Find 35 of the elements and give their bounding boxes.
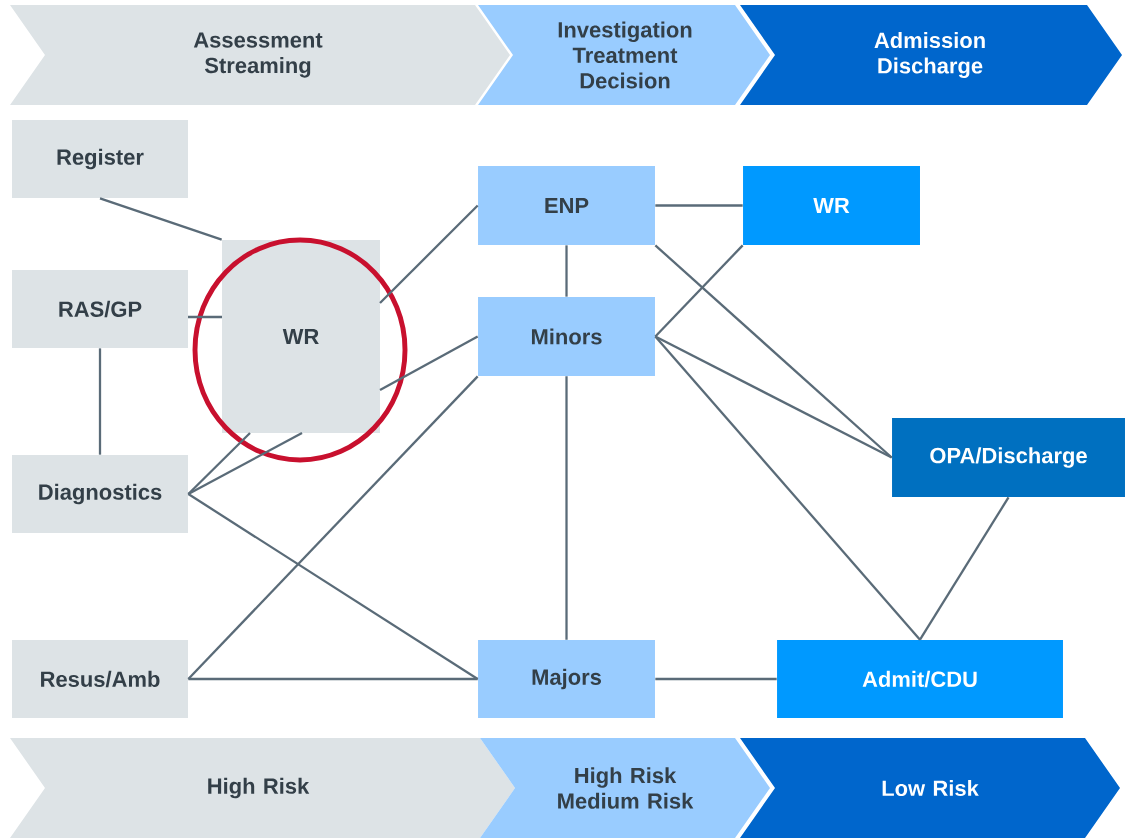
connector-line — [565, 376, 568, 640]
connector-line — [187, 375, 479, 680]
connector-line — [379, 335, 479, 391]
connector-line — [655, 204, 743, 207]
phase-banner: High Risk Medium Risk — [480, 738, 770, 838]
phase-banner: Investigation Treatment Decision — [478, 5, 770, 105]
process-box: Diagnostics — [12, 455, 188, 533]
connector-line — [187, 432, 303, 495]
phase-banner: Low Risk — [740, 738, 1120, 838]
process-box: Admit/CDU — [777, 640, 1063, 718]
connector-line — [654, 244, 893, 459]
connector-line — [919, 496, 1010, 641]
process-box: Minors — [478, 297, 655, 376]
process-box: ENP — [478, 166, 655, 245]
connector-line — [99, 197, 223, 241]
phase-banner: High Risk — [10, 738, 515, 838]
process-box: WR — [222, 240, 380, 433]
process-box: Register — [12, 120, 188, 198]
process-box: RAS/GP — [12, 270, 188, 348]
connector-line — [98, 348, 102, 455]
connector-line — [565, 245, 568, 297]
process-box: Resus/Amb — [12, 640, 188, 718]
connector-line — [655, 677, 777, 681]
connector-line — [654, 335, 921, 641]
connector-line — [188, 677, 478, 681]
process-box: Majors — [478, 640, 655, 718]
connector-line — [187, 493, 479, 680]
connector-line — [654, 335, 893, 459]
phase-banner: Admission Discharge — [740, 5, 1122, 105]
connector-line — [654, 244, 744, 338]
connector-line — [379, 204, 479, 304]
process-box: OPA/Discharge — [892, 418, 1125, 497]
process-box: WR — [743, 166, 920, 245]
connector-line — [187, 432, 251, 495]
phase-banner: Assessment Streaming — [10, 5, 510, 105]
